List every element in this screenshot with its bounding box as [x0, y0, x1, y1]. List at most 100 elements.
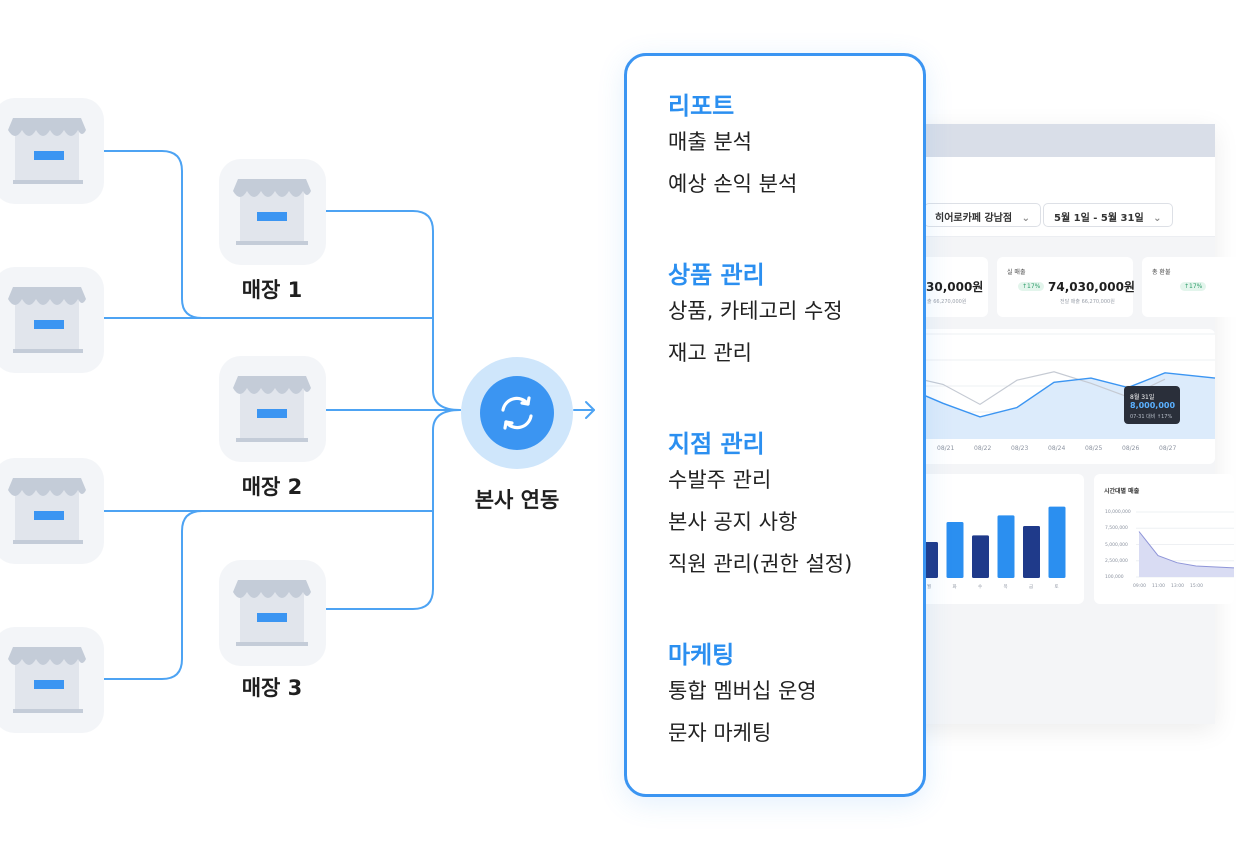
- hourly-x-tick: 09:00: [1133, 584, 1146, 589]
- hourly-sales-card: 시간대별 매출: [1094, 474, 1235, 604]
- chart-tooltip: 8월 31일 8,000,000 07-31 대비 ↑17%: [1124, 386, 1180, 424]
- outer-store-tile: [0, 627, 104, 733]
- connector-line: [103, 510, 434, 680]
- feature-item: 상품, 카테고리 수정: [668, 299, 843, 323]
- hourly-y-tick: 5,000,000: [1105, 542, 1128, 548]
- chevron-down-icon: ⌄: [1021, 213, 1030, 224]
- outer-store-tile: [0, 267, 104, 373]
- hourly-x-tick: 15:00: [1190, 584, 1203, 589]
- dashboard-topbar: [905, 124, 1215, 157]
- dashboard-preview: 히어로카페 강남점 ⌄ 5월 1일 - 5월 31일 ⌄ 30,000원 출 6…: [885, 124, 1252, 724]
- feature-item: 직원 관리(권한 설정): [668, 552, 853, 576]
- store-icon: [233, 376, 311, 442]
- output-arrow-head: [585, 401, 595, 419]
- feature-item: 통합 멤버십 운영: [668, 679, 817, 703]
- store-icon: [8, 647, 86, 713]
- x-tick-label: 08/22: [974, 445, 992, 452]
- section-title: 상품 관리: [668, 261, 765, 289]
- connector-line: [325, 210, 461, 411]
- store-label-2: 매장 2: [241, 475, 303, 499]
- connector-line: [103, 150, 434, 319]
- feature-item: 본사 공지 사항: [668, 510, 798, 534]
- store-select-label: 히어로카페 강남점: [935, 213, 1013, 224]
- store-label-1: 매장 1: [241, 278, 303, 302]
- hub-button: [480, 376, 554, 450]
- x-tick-label: 08/21: [937, 445, 955, 452]
- x-tick-label: 08/24: [1048, 445, 1066, 452]
- hourly-y-tick: 7,500,000: [1105, 526, 1128, 532]
- tooltip-date: 8월 31일: [1130, 394, 1155, 401]
- x-tick-label: 08/23: [1011, 445, 1029, 452]
- hourly-y-tick: 100,000: [1105, 575, 1124, 580]
- tooltip-compare: 07-31 대비 ↑17%: [1130, 414, 1173, 420]
- store-icon: [8, 478, 86, 544]
- features-panel: 리포트 매출 분석 예상 손익 분석 상품 관리 상품, 카테고리 수정 재고 …: [624, 53, 926, 797]
- bar: [1048, 506, 1066, 578]
- kpi-sub: 전달 매출 66,270,000원: [1060, 299, 1115, 305]
- x-tick-label: 08/27: [1159, 445, 1177, 452]
- feature-section-report: 리포트 매출 분석 예상 손익 분석: [668, 91, 797, 213]
- hourly-line: [1138, 531, 1235, 569]
- hourly-sales-svg: [1136, 511, 1235, 578]
- kpi-sub: 출 66,270,000원: [927, 299, 967, 305]
- kpi-card: 총 환불 ↑17%: [1142, 257, 1252, 317]
- hourly-y-tick: 10,000,000: [1105, 510, 1131, 515]
- feature-section-branch: 지점 관리 수발주 관리 본사 공지 사항 직원 관리(권한 설정): [668, 429, 852, 593]
- feature-item: 수발주 관리: [668, 468, 772, 492]
- hourly-y-tick: 2,500,000: [1105, 558, 1128, 564]
- weekday-tick-label: 월: [927, 585, 932, 590]
- bar: [946, 522, 964, 578]
- date-range-label: 5월 1일 - 5월 31일: [1054, 213, 1144, 224]
- store-icon: [8, 118, 86, 184]
- bar: [997, 515, 1015, 578]
- kpi-value: 30,000원: [926, 280, 984, 294]
- x-tick-label: 08/25: [1085, 445, 1103, 452]
- kpi-title: 총 환불: [1152, 269, 1171, 276]
- chevron-down-icon: ⌄: [1153, 213, 1162, 224]
- feature-item: 예상 손익 분석: [668, 172, 798, 196]
- weekday-tick-label: 금: [1029, 585, 1034, 590]
- kpi-change-badge: ↑17%: [1018, 282, 1045, 291]
- kpi-change-badge: ↑17%: [1180, 282, 1207, 291]
- store-icon: [233, 179, 311, 245]
- feature-section-product: 상품 관리 상품, 카테고리 수정 재고 관리: [668, 260, 843, 382]
- section-title: 지점 관리: [668, 430, 765, 458]
- store-label-3: 매장 3: [241, 676, 303, 700]
- section-title: 마케팅: [668, 641, 735, 669]
- series-line-current: [905, 372, 1216, 418]
- store-tile-3: [219, 560, 326, 666]
- date-range-select: 5월 1일 - 5월 31일 ⌄: [1043, 203, 1173, 227]
- weekday-tick-label: 화: [952, 585, 957, 590]
- weekday-tick-label: 토: [1054, 585, 1059, 590]
- hourly-area: [1139, 531, 1234, 577]
- hub-label: 본사 연동: [474, 488, 560, 512]
- store-tile-2: [219, 356, 326, 462]
- hourly-x-tick: 13:00: [1171, 584, 1184, 589]
- connector-line: [325, 409, 461, 610]
- store-icon: [8, 287, 86, 353]
- weekday-sales-svg: [921, 506, 1066, 578]
- tooltip-value: 8,000,000: [1130, 401, 1176, 410]
- weekday-tick-label: 목: [1003, 585, 1008, 590]
- bar: [1023, 526, 1040, 578]
- feature-item: 문자 마케팅: [668, 721, 772, 745]
- outer-store-tile: [0, 98, 104, 204]
- bar: [972, 535, 989, 578]
- feature-section-marketing: 마케팅 통합 멤버십 운영 문자 마케팅: [668, 640, 817, 762]
- weekday-tick-label: 수: [978, 585, 983, 590]
- sync-icon: [501, 396, 533, 430]
- kpi-card: 실 매출 ↑17% 74,030,000원 전달 매출 66,270,000원: [997, 257, 1135, 317]
- outer-store-tile: [0, 458, 104, 564]
- store-icon: [233, 580, 311, 646]
- store-tile-1: [219, 159, 326, 265]
- connector-lines: [103, 150, 595, 680]
- series-line-previous: [905, 371, 1166, 406]
- kpi-title: 실 매출: [1007, 269, 1026, 276]
- hourly-sales-title: 시간대별 매출: [1104, 488, 1140, 495]
- hourly-x-tick: 11:00: [1152, 584, 1165, 589]
- store-select: 히어로카페 강남점 ⌄: [924, 203, 1041, 227]
- feature-item: 재고 관리: [668, 341, 752, 365]
- kpi-value: 74,030,000원: [1048, 280, 1135, 294]
- section-title: 리포트: [668, 92, 735, 120]
- x-tick-label: 08/26: [1122, 445, 1140, 452]
